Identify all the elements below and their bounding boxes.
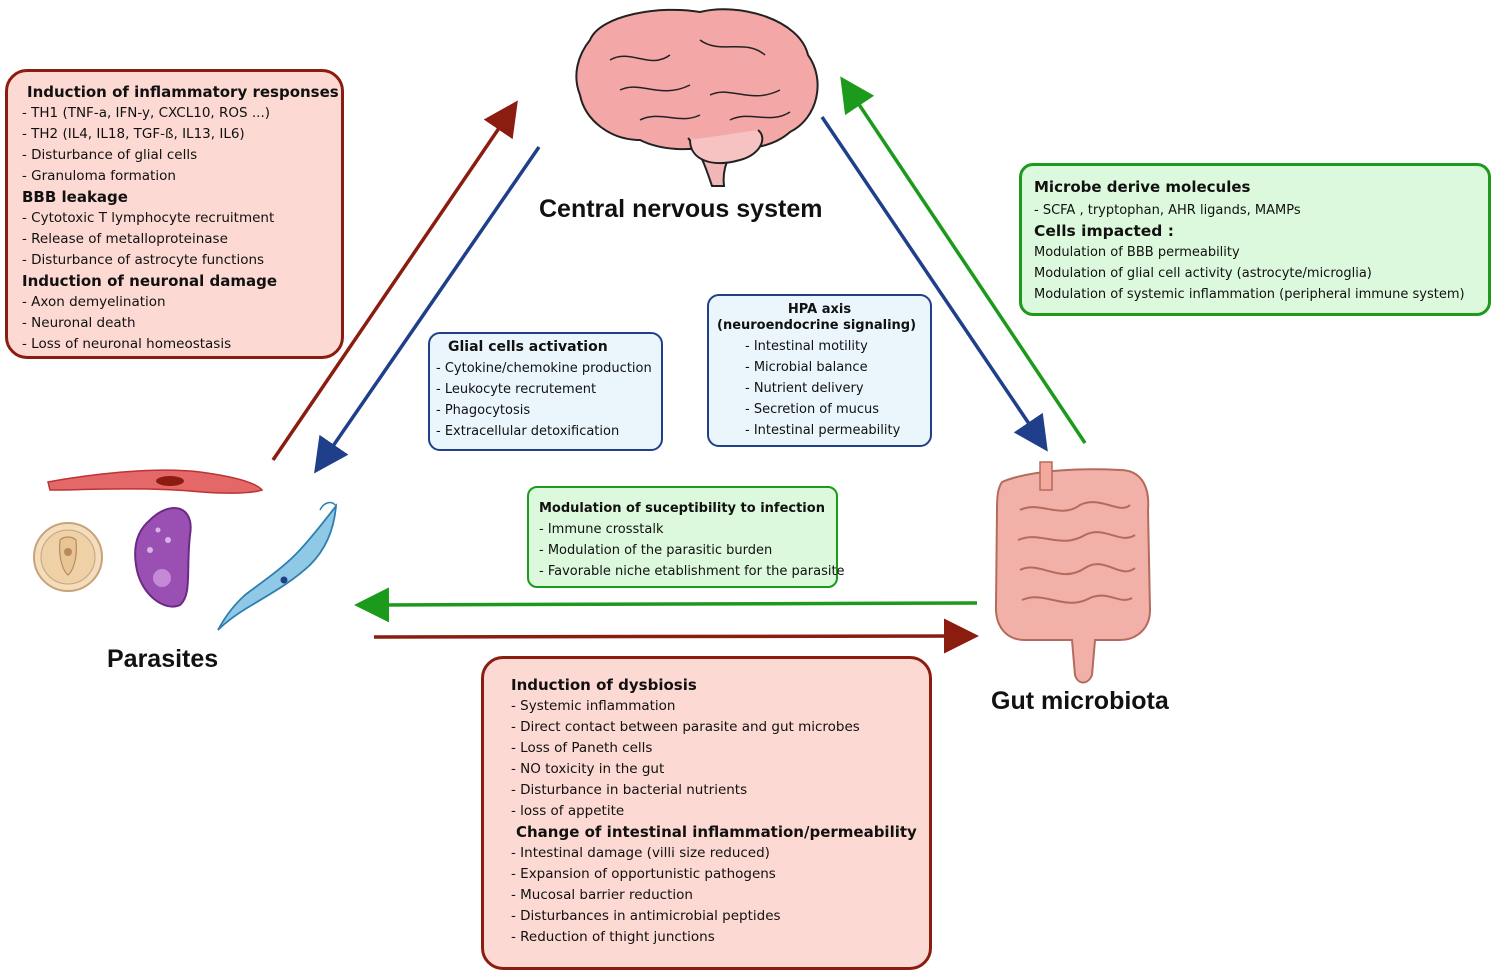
heading-neuronal: Induction of neuronal damage [22,272,278,290]
gut-microbiota-label: Gut microbiota [991,687,1169,715]
list-item: - Intestinal permeability [745,423,901,438]
list-item: - Nutrient delivery [745,381,864,396]
arrow-cns-to-parasites [314,146,541,474]
heading-cells-impacted: Cells impacted : [1034,222,1174,240]
list-item: - Cytotoxic T lymphocyte recruitment [22,210,275,226]
list-item: - Microbial balance [745,360,868,375]
list-item: - Loss of neuronal homeostasis [22,336,232,352]
list-item: - Systemic inflammation [511,698,676,714]
box-glial-activation: Glial cells activation - Cytokine/chemok… [428,332,663,451]
heading-microbe: Microbe derive molecules [1034,178,1251,196]
heading-inflammatory: Induction of inflammatory responses [27,83,339,101]
list-item: - Direct contact between parasite and gu… [511,719,860,735]
list-item: - NO toxicity in the gut [511,761,665,777]
box-dysbiosis: Induction of dysbiosis - Systemic inflam… [481,656,932,970]
list-item: - Leukocyte recrutement [436,382,597,397]
box-parasite-cns-effects: Induction of inflammatory responses - TH… [5,69,344,359]
list-item: - Modulation of the parasitic burden [539,543,773,558]
elongated-parasite-icon [47,469,264,494]
arrow-parasites-to-gut [373,618,979,654]
list-item: - Disturbance of astrocyte functions [22,252,265,268]
list-item: - Cytokine/chemokine production [436,361,652,376]
list-item: - Intestinal motility [745,339,868,354]
heading-hpa: HPA axis [787,302,852,317]
list-item: - Release of metalloproteinase [22,231,228,247]
list-item: - Immune crosstalk [539,522,664,537]
heading-intestinal-change: Change of intestinal inflammation/permea… [516,823,917,841]
list-item: - Expansion of opportunistic pathogens [511,866,776,882]
list-item: - Favorable niche etablishment for the p… [539,564,845,579]
list-item: - TH2 (IL4, IL18, TGF-ß, IL13, IL6) [22,126,245,142]
list-item: - Disturbance in bacterial nutrients [511,782,748,798]
box-microbe-molecules: Microbe derive molecules - SCFA , trypto… [1019,163,1491,316]
cyst-icon [33,522,103,592]
trypanosome-icon [217,501,338,631]
heading-susceptibility: Modulation of suceptibility to infection [539,501,825,516]
heading-dysbiosis: Induction of dysbiosis [511,676,697,694]
list-item: - TH1 (TNF-a, IFN-y, CXCL10, ROS ...) [22,105,271,121]
list-item: - SCFA , tryptophan, AHR ligands, MAMPs [1034,203,1301,218]
parasites-label: Parasites [107,645,219,673]
list-item: - Extracellular detoxification [436,424,620,439]
arrow-gut-to-cns [840,76,1087,444]
intestine-icon [994,461,1152,684]
list-item: - Intestinal damage (villi size reduced) [511,845,770,861]
arrow-parasites-to-cns [271,100,518,461]
list-item: - loss of appetite [511,803,625,819]
brain-icon [575,8,819,187]
heading-bbb: BBB leakage [22,188,128,206]
list-item: - Granuloma formation [22,168,176,184]
list-item: Modulation of systemic inflammation (per… [1034,287,1465,302]
arrow-cns-to-gut [820,116,1048,452]
list-item: Modulation of glial cell activity (astro… [1034,266,1372,281]
list-item: - Secretion of mucus [745,402,880,417]
box-susceptibility: Modulation of suceptibility to infection… [527,486,845,588]
list-item: - Loss of Paneth cells [511,740,653,756]
arrow-gut-to-parasites [354,587,978,623]
list-item: - Neuronal death [22,315,136,331]
list-item: - Reduction of thight junctions [511,929,715,945]
list-item: - Disturbances in antimicrobial peptides [511,908,781,924]
list-item: - Phagocytosis [436,403,531,418]
list-item: Modulation of BBB permeability [1034,245,1240,260]
heading-glial: Glial cells activation [448,339,608,355]
heading-hpa-sub: (neuroendocrine signaling) [717,318,917,333]
toxoplasma-icon [134,507,192,608]
cns-label: Central nervous system [539,195,823,223]
list-item: - Axon demyelination [22,294,166,310]
box-hpa-axis: HPA axis (neuroendocrine signaling) - In… [707,294,932,447]
list-item: - Disturbance of glial cells [22,147,198,163]
list-item: - Mucosal barrier reduction [511,887,693,903]
